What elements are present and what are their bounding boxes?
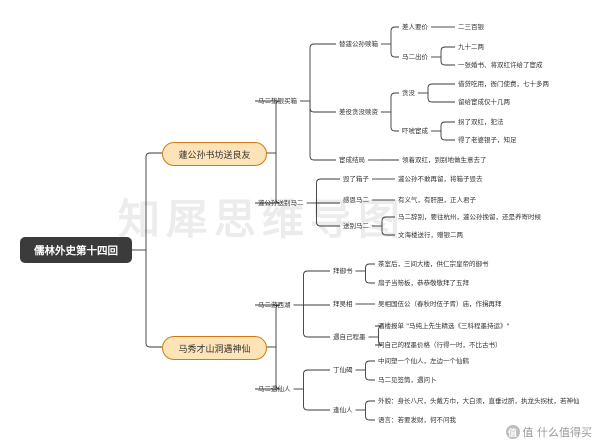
topic-node-b1b1[interactable]: 吴相国伍公（春秋时伍子胥）庙，作揖再拜	[378, 299, 502, 308]
a1a-edge-a1a2	[390, 44, 399, 58]
topic-node-a1c1[interactable]: 领着双红，到别地做生意去了	[402, 155, 487, 164]
topic-node-b1c[interactable]: 遇自己程墨	[333, 332, 366, 341]
topic-node-a1a2[interactable]: 马二出价	[402, 52, 428, 61]
a2-edge-a2c	[316, 203, 340, 227]
b2-edge-b2a	[303, 369, 330, 389]
branch1-edge-a1	[255, 100, 281, 153]
b1a-edge-b1a1	[365, 263, 375, 271]
topic-node-a1a2b[interactable]: 一张婚书、将双红许给了宦成	[458, 60, 543, 69]
b2a-edge-b2a1	[365, 360, 375, 370]
b2-edge-b2b	[303, 389, 330, 411]
topic-node-a2c1[interactable]: 马二辞别，要往杭州，蘧公孙挽留，还是养寄时候	[398, 212, 541, 221]
b1c-edge-b1c1	[375, 325, 383, 337]
topic-node-a1b[interactable]: 差役贪没赎资	[339, 107, 378, 116]
topic-node-a1b1b[interactable]: 留给宦成仅十几两	[458, 97, 510, 106]
a1b2-edge-a1b2a	[440, 121, 455, 131]
topic-node-a1[interactable]: 马二垫银买箱	[258, 96, 297, 105]
b2b-edge-b2b1	[365, 400, 375, 410]
topic-node-b2b1[interactable]: 外貌：身长八尺，头戴方巾，大白须，直垂过脐，执龙头拐杖，若神仙	[378, 396, 580, 405]
topic-node-a2a1[interactable]: 蘧公孙不敢再留，将箱子毁去	[398, 174, 483, 183]
b2b-edge-b2b2	[365, 410, 375, 421]
topic-node-a1a1[interactable]: 差人要价	[402, 22, 428, 31]
b1a-edge-b1a2	[365, 271, 375, 284]
topic-node-b1b[interactable]: 拜吴相	[333, 299, 353, 308]
topic-node-b2b[interactable]: 逢仙人	[333, 405, 353, 414]
zhi-logo-icon: 值	[505, 425, 520, 439]
topic-node-b2a[interactable]: 丁仙碣	[333, 365, 353, 374]
a1b-edge-a1b2	[390, 112, 399, 132]
topic-node-a2b[interactable]: 感恩马二	[343, 195, 369, 204]
root-node[interactable]: 儒林外史第十四回	[20, 237, 132, 263]
topic-node-b1a2[interactable]: 扇子当笏板，恭恭敬敬拜了五拜	[378, 278, 469, 287]
topic-node-a1b1[interactable]: 贪没	[402, 88, 415, 97]
topic-node-a2c[interactable]: 送别马二	[343, 221, 369, 230]
topic-node-a2[interactable]: 蘧公孙送别马二	[258, 198, 304, 207]
branch-node-2[interactable]: 马秀才山洞遇神仙	[162, 336, 267, 360]
a1b-edge-a1b1	[390, 92, 399, 112]
a1b1-edge-a1b1a	[427, 83, 455, 93]
logo: 值 值 什么值得买	[505, 424, 593, 440]
a1-edge-a1c	[309, 101, 336, 161]
topic-node-a1b2[interactable]: 吓唬宦成	[402, 126, 428, 135]
watermark: 知犀思维导图	[118, 195, 407, 244]
a1a2-edge-a1a2b	[440, 57, 455, 66]
topic-node-b1a1[interactable]: 茶室后，三间大楼，供仁宗皇帝的御书	[378, 259, 489, 268]
a2c-edge-a2c1	[381, 216, 395, 226]
topic-node-b2b2[interactable]: 语言：若要发财，何不问我	[378, 415, 456, 424]
b2a-edge-b2a2	[365, 370, 375, 381]
topic-node-b2[interactable]: 马二遇仙人	[258, 384, 291, 393]
branch2-edge-b2	[255, 347, 281, 390]
topic-node-b2a1[interactable]: 中间塑一个仙人，左边一个仙鹤	[378, 356, 469, 365]
topic-node-b1c1[interactable]: 酒楼报单 "马纯上先生精选《三科程墨持运》"	[378, 321, 510, 330]
topic-node-a1b2b[interactable]: 得了老婆银子，知足	[458, 135, 517, 144]
a1-edge-a1b	[309, 101, 336, 113]
b1-edge-b1c	[303, 305, 330, 338]
topic-node-a2b1[interactable]: 有义气，有肝胆，正人君子	[398, 195, 476, 204]
a1a-edge-a1a1	[390, 26, 399, 44]
topic-node-a1a[interactable]: 替蘧公孙赎箱	[339, 39, 378, 48]
branch1-edge-a2	[255, 153, 281, 204]
branch-node-1[interactable]: 蘧公孙书坊送良友	[162, 142, 267, 166]
topic-node-a1a2a[interactable]: 九十二两	[458, 42, 484, 51]
a1b2-edge-a1b2b	[440, 131, 455, 141]
topic-node-b2a2[interactable]: 马二见签筒，遇问卜	[378, 375, 437, 384]
topic-node-a1a1a[interactable]: 二三百银	[458, 22, 484, 31]
a2c-edge-a2c2	[381, 226, 395, 236]
topic-node-a2a[interactable]: 毁了箱子	[343, 174, 369, 183]
topic-node-b1[interactable]: 马二游西湖	[258, 300, 291, 309]
topic-node-a1b2a[interactable]: 拐了双红，犯法	[458, 117, 504, 126]
a2-edge-a2a	[316, 178, 340, 203]
topic-node-a1c[interactable]: 宦成结局	[339, 155, 365, 164]
logo-text: 值 什么值得买	[522, 426, 593, 439]
topic-node-a2c2[interactable]: 文海楼送行，赠银二两	[398, 230, 463, 239]
root-edge-1	[145, 152, 162, 250]
branch2-edge-b1	[255, 304, 281, 347]
topic-node-b1a[interactable]: 拜御书	[333, 266, 353, 275]
topic-node-a1b1a[interactable]: 借贷吃用，衙门使费，七十多两	[458, 79, 549, 88]
root-edge-2	[145, 250, 162, 348]
b1c-edge-b1c2	[375, 337, 383, 346]
a1b1-edge-a1b1b	[427, 93, 455, 103]
a1a2-edge-a1a2a	[440, 46, 455, 57]
a1-edge-a1a	[309, 43, 336, 101]
b1-edge-b1a	[303, 270, 330, 305]
topic-node-b1c2[interactable]: 问自己的程墨价格（行得一时，不比古书）	[378, 340, 502, 349]
